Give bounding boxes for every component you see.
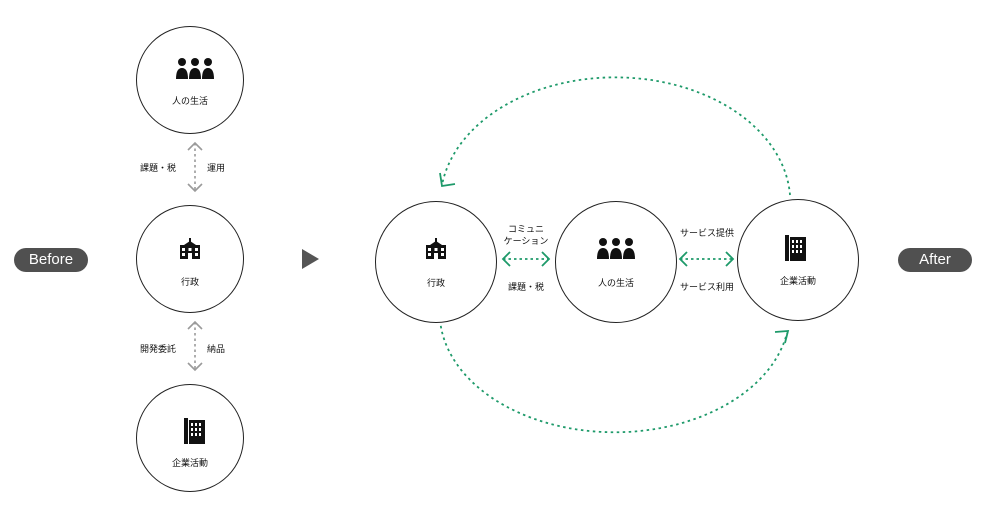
government-building-icon (426, 238, 446, 259)
after-node-people (555, 201, 677, 323)
after-gov-label: 行政 (426, 279, 445, 289)
after-link-communication-1: コミュニ (507, 225, 544, 235)
after-link-tax: 課題・税 (507, 283, 544, 293)
before-link-delivery: 納品 (207, 345, 226, 355)
before-people-label: 人の生活 (171, 97, 208, 107)
after-link-service-provide: サービス提供 (679, 229, 734, 239)
office-building-icon (184, 418, 205, 444)
after-company-label: 企業活動 (779, 277, 816, 287)
before-link-outsourcing: 開発委託 (140, 345, 177, 355)
after-link-service-use: サービス利用 (679, 283, 734, 293)
government-building-icon (180, 238, 200, 259)
people-group-icon (176, 58, 214, 79)
before-badge: Before (14, 248, 88, 272)
before-link-operation: 運用 (207, 164, 226, 174)
before-gov-label: 行政 (180, 278, 199, 288)
people-group-icon (597, 238, 635, 259)
after-link-communication-2: ケーション (503, 237, 549, 247)
before-link-tax: 課題・税 (140, 164, 177, 174)
office-building-icon (785, 235, 806, 261)
after-people-label: 人の生活 (597, 279, 634, 289)
before-node-people (136, 26, 244, 134)
before-company-label: 企業活動 (171, 459, 208, 469)
after-node-gov (375, 201, 497, 323)
after-badge: After (898, 248, 972, 272)
